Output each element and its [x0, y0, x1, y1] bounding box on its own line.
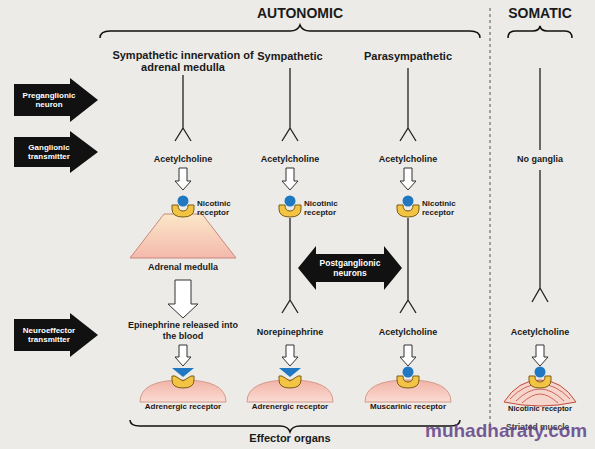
effector-organ [365, 380, 451, 402]
transmitter-dot [403, 367, 414, 378]
section-heading: SOMATIC [500, 5, 580, 22]
transmitter-dot [178, 196, 189, 207]
black-arrow [14, 78, 98, 122]
transmitter-label: Acetylcholine [495, 327, 585, 338]
transmitter-label: Acetylcholine [138, 154, 228, 165]
muscle-striation [510, 384, 570, 403]
white-arrow [400, 345, 416, 366]
black-arrow [14, 313, 98, 357]
group-label: Effector organs [220, 432, 360, 445]
arrow-label: Preganglionic neuron [16, 84, 82, 116]
nicotinic-receptor [172, 205, 194, 217]
transmitter-dot [535, 367, 546, 378]
brace [130, 420, 460, 432]
arrow-node: Ganglionic transmitter [14, 131, 98, 173]
neuron-line [175, 75, 191, 141]
transmitter-dot [403, 196, 414, 207]
transmitter-dot [285, 196, 296, 207]
note-label: No ganglia [495, 154, 585, 165]
neuron-line [282, 68, 298, 141]
divider-line [490, 8, 491, 425]
transmitter-label: Acetylcholine [245, 154, 335, 165]
edge-label: Epinephrine released into the blood [126, 320, 241, 342]
arrow-node: Preganglionic neuron [14, 78, 98, 122]
receptor-label: Nicotinic receptor [197, 199, 242, 217]
column-heading: Parasympathetic [353, 50, 463, 63]
white-arrow [532, 345, 548, 366]
organ-label: Adrenal medulla [128, 262, 238, 273]
neuron-line [532, 68, 548, 302]
nicotinic-receptor [279, 205, 301, 217]
watermark: muhadharaty.com [425, 419, 595, 442]
brace [100, 25, 480, 38]
muscarinic-receptor [397, 376, 419, 388]
trap-node: Adrenal medulla [128, 208, 238, 278]
section-heading: AUTONOMIC [220, 5, 380, 22]
white-block-arrow [168, 280, 198, 318]
transmitter-triangle [279, 368, 301, 377]
receptor-label: Muscarinic receptor [363, 403, 453, 412]
column-heading: Sympathetic innervation of adrenal medul… [108, 49, 258, 73]
receptor-label: Nicotinic receptor [304, 199, 349, 217]
white-arrow [282, 345, 298, 366]
transmitter-triangle [172, 368, 194, 377]
adrenergic-receptor [279, 376, 301, 388]
effector-organ [247, 380, 333, 402]
nicotinic-receptor [397, 205, 419, 217]
brace [508, 26, 572, 38]
arrow-label: Ganglionic transmitter [16, 137, 82, 167]
arrow-node: Neuroeffector transmitter [14, 313, 98, 357]
white-block-arrow [175, 345, 191, 366]
black-arrow [14, 131, 98, 173]
neuron-line [282, 218, 298, 313]
striated-muscle [504, 380, 576, 406]
arrow-label: Neuroeffector transmitter [16, 319, 82, 351]
transmitter-label: Acetylcholine [363, 327, 453, 338]
transmitter-label: Acetylcholine [363, 154, 453, 165]
adrenergic-receptor [172, 376, 194, 388]
receptor-label: Nicotinic receptor [422, 199, 467, 217]
adrenal-medulla-shape [130, 214, 236, 258]
column-heading: Sympathetic [240, 50, 340, 63]
receptor-label: Adrenergic receptor [138, 403, 228, 412]
dbl-node: Postganglionic neurons [298, 246, 402, 290]
nicotinic-receptor [529, 376, 551, 388]
black-double-arrow [298, 246, 402, 290]
effector-organ [140, 380, 226, 402]
transmitter-label: Norepinephrine [235, 327, 345, 338]
receptor-label: Adrenergic receptor [245, 403, 335, 412]
white-arrow [400, 168, 416, 190]
neuron-line [400, 68, 416, 141]
arrow-label: Postganglionic neurons [315, 254, 385, 282]
neuron-line [400, 218, 416, 313]
white-arrow [175, 168, 191, 190]
white-arrow [282, 168, 298, 190]
receptor-label: Nicotinic receptor [500, 405, 580, 413]
